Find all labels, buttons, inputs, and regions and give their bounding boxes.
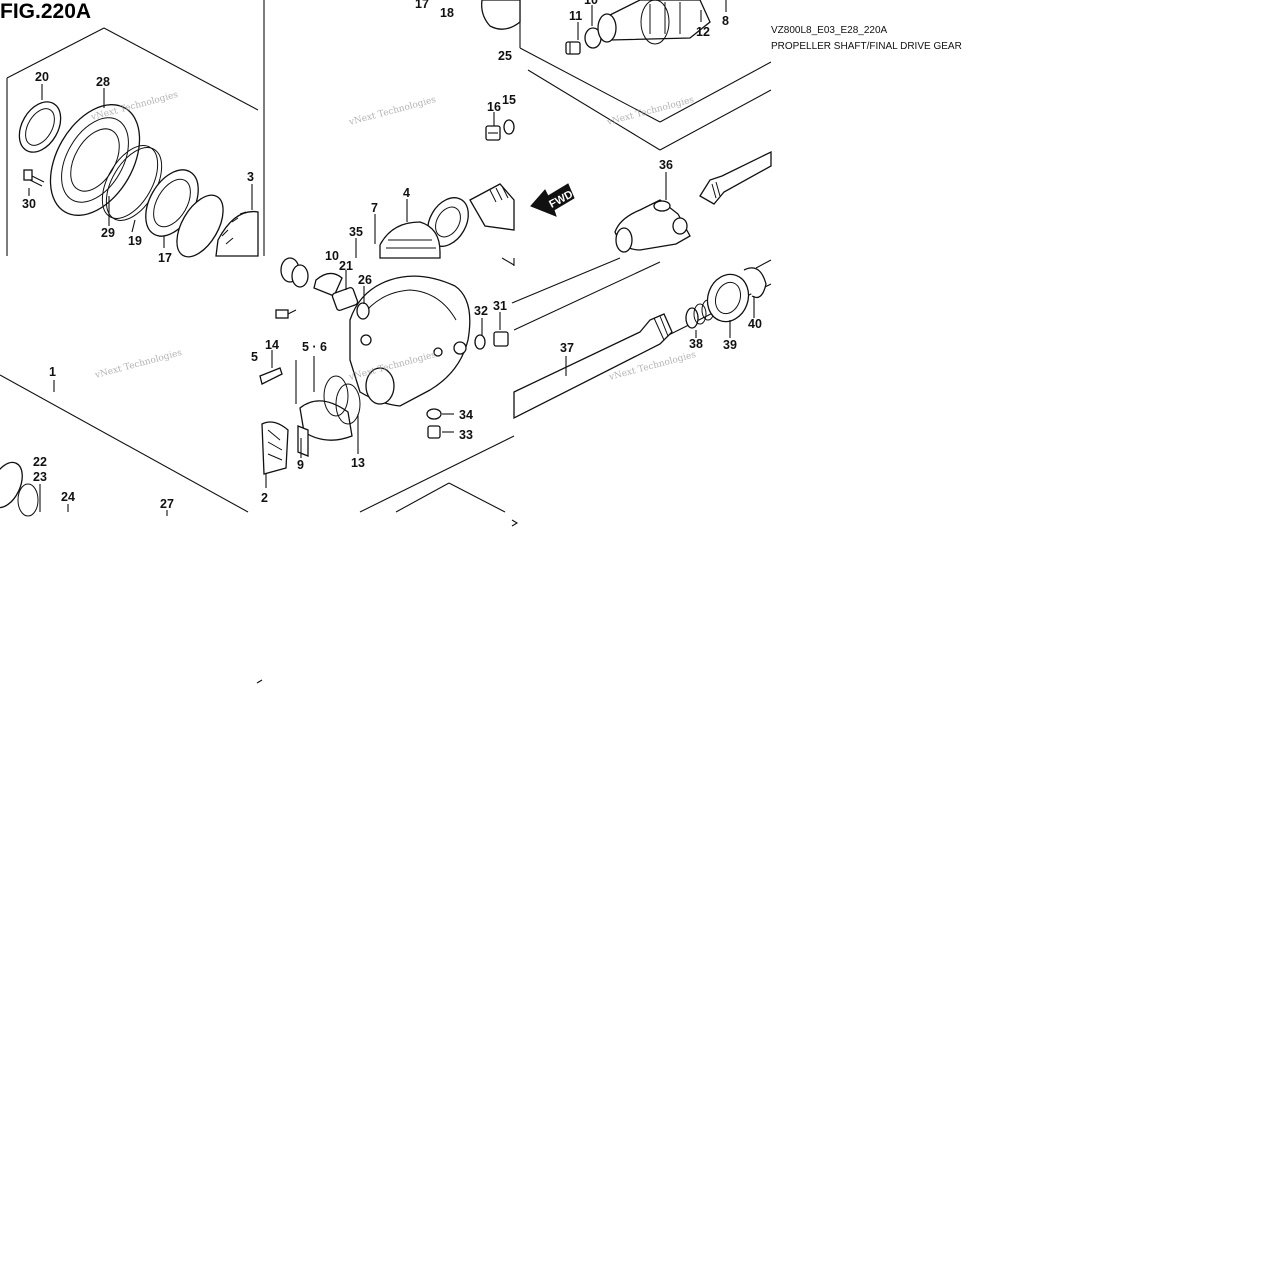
- callout-label: 5: [251, 350, 258, 364]
- part-ring-gear: [215, 210, 259, 257]
- part-washer: [503, 119, 515, 135]
- watermark: vNext Technologies: [347, 95, 437, 128]
- part-splined-coupling: [597, 0, 711, 43]
- part-pinion-bearing: [427, 197, 469, 247]
- universal-joint: [614, 150, 772, 253]
- callout-label: 13: [351, 456, 365, 470]
- part-circlip-40: [743, 267, 767, 299]
- figure-title: PROPELLER SHAFT/FINAL DRIVE GEAR: [771, 41, 962, 52]
- callout-label: 22: [33, 455, 47, 469]
- part-drain-bolt: [485, 125, 501, 141]
- part-ring: [176, 194, 224, 258]
- callout-label: 8: [722, 14, 729, 28]
- part-bearing-housing: [379, 221, 441, 259]
- callout-label: 1: [49, 365, 56, 379]
- callout-label: 2: [261, 491, 268, 505]
- callout-label: 4: [403, 186, 410, 200]
- figure-id: FIG.220A: [0, 0, 91, 23]
- callout-label: 32: [474, 304, 488, 318]
- fwd-label: FWD: [547, 188, 575, 210]
- callout-label: 38: [689, 337, 703, 351]
- callout-label: 12: [696, 25, 710, 39]
- callout-label: 34: [459, 408, 473, 422]
- callout-labels: 20 28 30 29 19 17 3 17 18 25 11 10 12 8 …: [22, 0, 762, 511]
- leader-lines: [28, 0, 755, 516]
- callout-label: 23: [33, 470, 47, 484]
- callout-label: 5 · 6: [302, 340, 327, 354]
- callout-label: 26: [358, 273, 372, 287]
- callout-label: 9: [297, 458, 304, 472]
- callout-label: 11: [569, 9, 582, 23]
- callout-label: 19: [128, 234, 142, 248]
- callout-label: 14: [265, 338, 279, 352]
- part-oil-seal: [18, 101, 62, 153]
- figure-code: VZ800L8_E03_E28_220A: [771, 25, 888, 36]
- part-plug-31: [493, 331, 509, 347]
- part-stud-14: [259, 367, 283, 385]
- callout-label: 16: [487, 100, 501, 114]
- callout-label: 28: [96, 75, 110, 89]
- callout-label: 39: [723, 338, 737, 352]
- callout-label: 7: [371, 201, 378, 215]
- callout-label: 27: [160, 497, 174, 511]
- left-panel-parts: [0, 101, 259, 517]
- part-shim-13: [323, 375, 349, 417]
- part-spline-9: [297, 425, 309, 457]
- part-spring: [685, 307, 699, 329]
- part-seal-26: [356, 302, 370, 320]
- part-pinion-shaft: [469, 183, 515, 231]
- part-plug-33: [427, 425, 441, 439]
- part-nut: [565, 41, 581, 55]
- callout-label: 29: [101, 226, 115, 240]
- callout-label: 15: [502, 93, 516, 107]
- callout-label: 3: [247, 170, 254, 184]
- callout-label: 35: [349, 225, 363, 239]
- callout-label: 36: [659, 158, 673, 172]
- callout-label: 30: [22, 197, 36, 211]
- part-ring-2: [640, 0, 670, 45]
- callout-label: 17: [158, 251, 172, 265]
- part-gear-cluster: [0, 461, 39, 517]
- callout-label: 10: [584, 0, 598, 7]
- upper-right-parts: [565, 0, 711, 55]
- callout-label: 24: [61, 490, 75, 504]
- direction-badge: FWD: [530, 183, 575, 217]
- callout-label: 37: [560, 341, 574, 355]
- callout-label: 40: [748, 317, 762, 331]
- part-o-ring-2: [291, 264, 309, 288]
- callout-label: 25: [498, 49, 512, 63]
- part-cover-plate: [49, 104, 141, 216]
- callout-label: 17: [415, 0, 429, 11]
- center-small-parts: [259, 257, 509, 475]
- callout-label: 20: [35, 70, 49, 84]
- part-pinion-gear: [481, 0, 521, 30]
- callout-label: 21: [339, 259, 353, 273]
- part-washer-32: [474, 334, 486, 350]
- part-bolt: [23, 169, 45, 187]
- final-drive-case: [349, 275, 471, 407]
- callout-label: 31: [493, 299, 507, 313]
- part-washer-34: [426, 408, 442, 420]
- part-stud: [275, 309, 297, 319]
- callout-label: 18: [440, 6, 454, 20]
- part-pinion-2: [261, 421, 289, 475]
- watermark: vNext Technologies: [93, 348, 183, 381]
- part-needle-bearing: [331, 286, 359, 312]
- callout-label: 33: [459, 428, 473, 442]
- center-top-parts: [379, 0, 521, 259]
- propeller-shaft: [513, 259, 772, 420]
- callout-label: 10: [325, 249, 339, 263]
- part-cover-5: [299, 400, 353, 441]
